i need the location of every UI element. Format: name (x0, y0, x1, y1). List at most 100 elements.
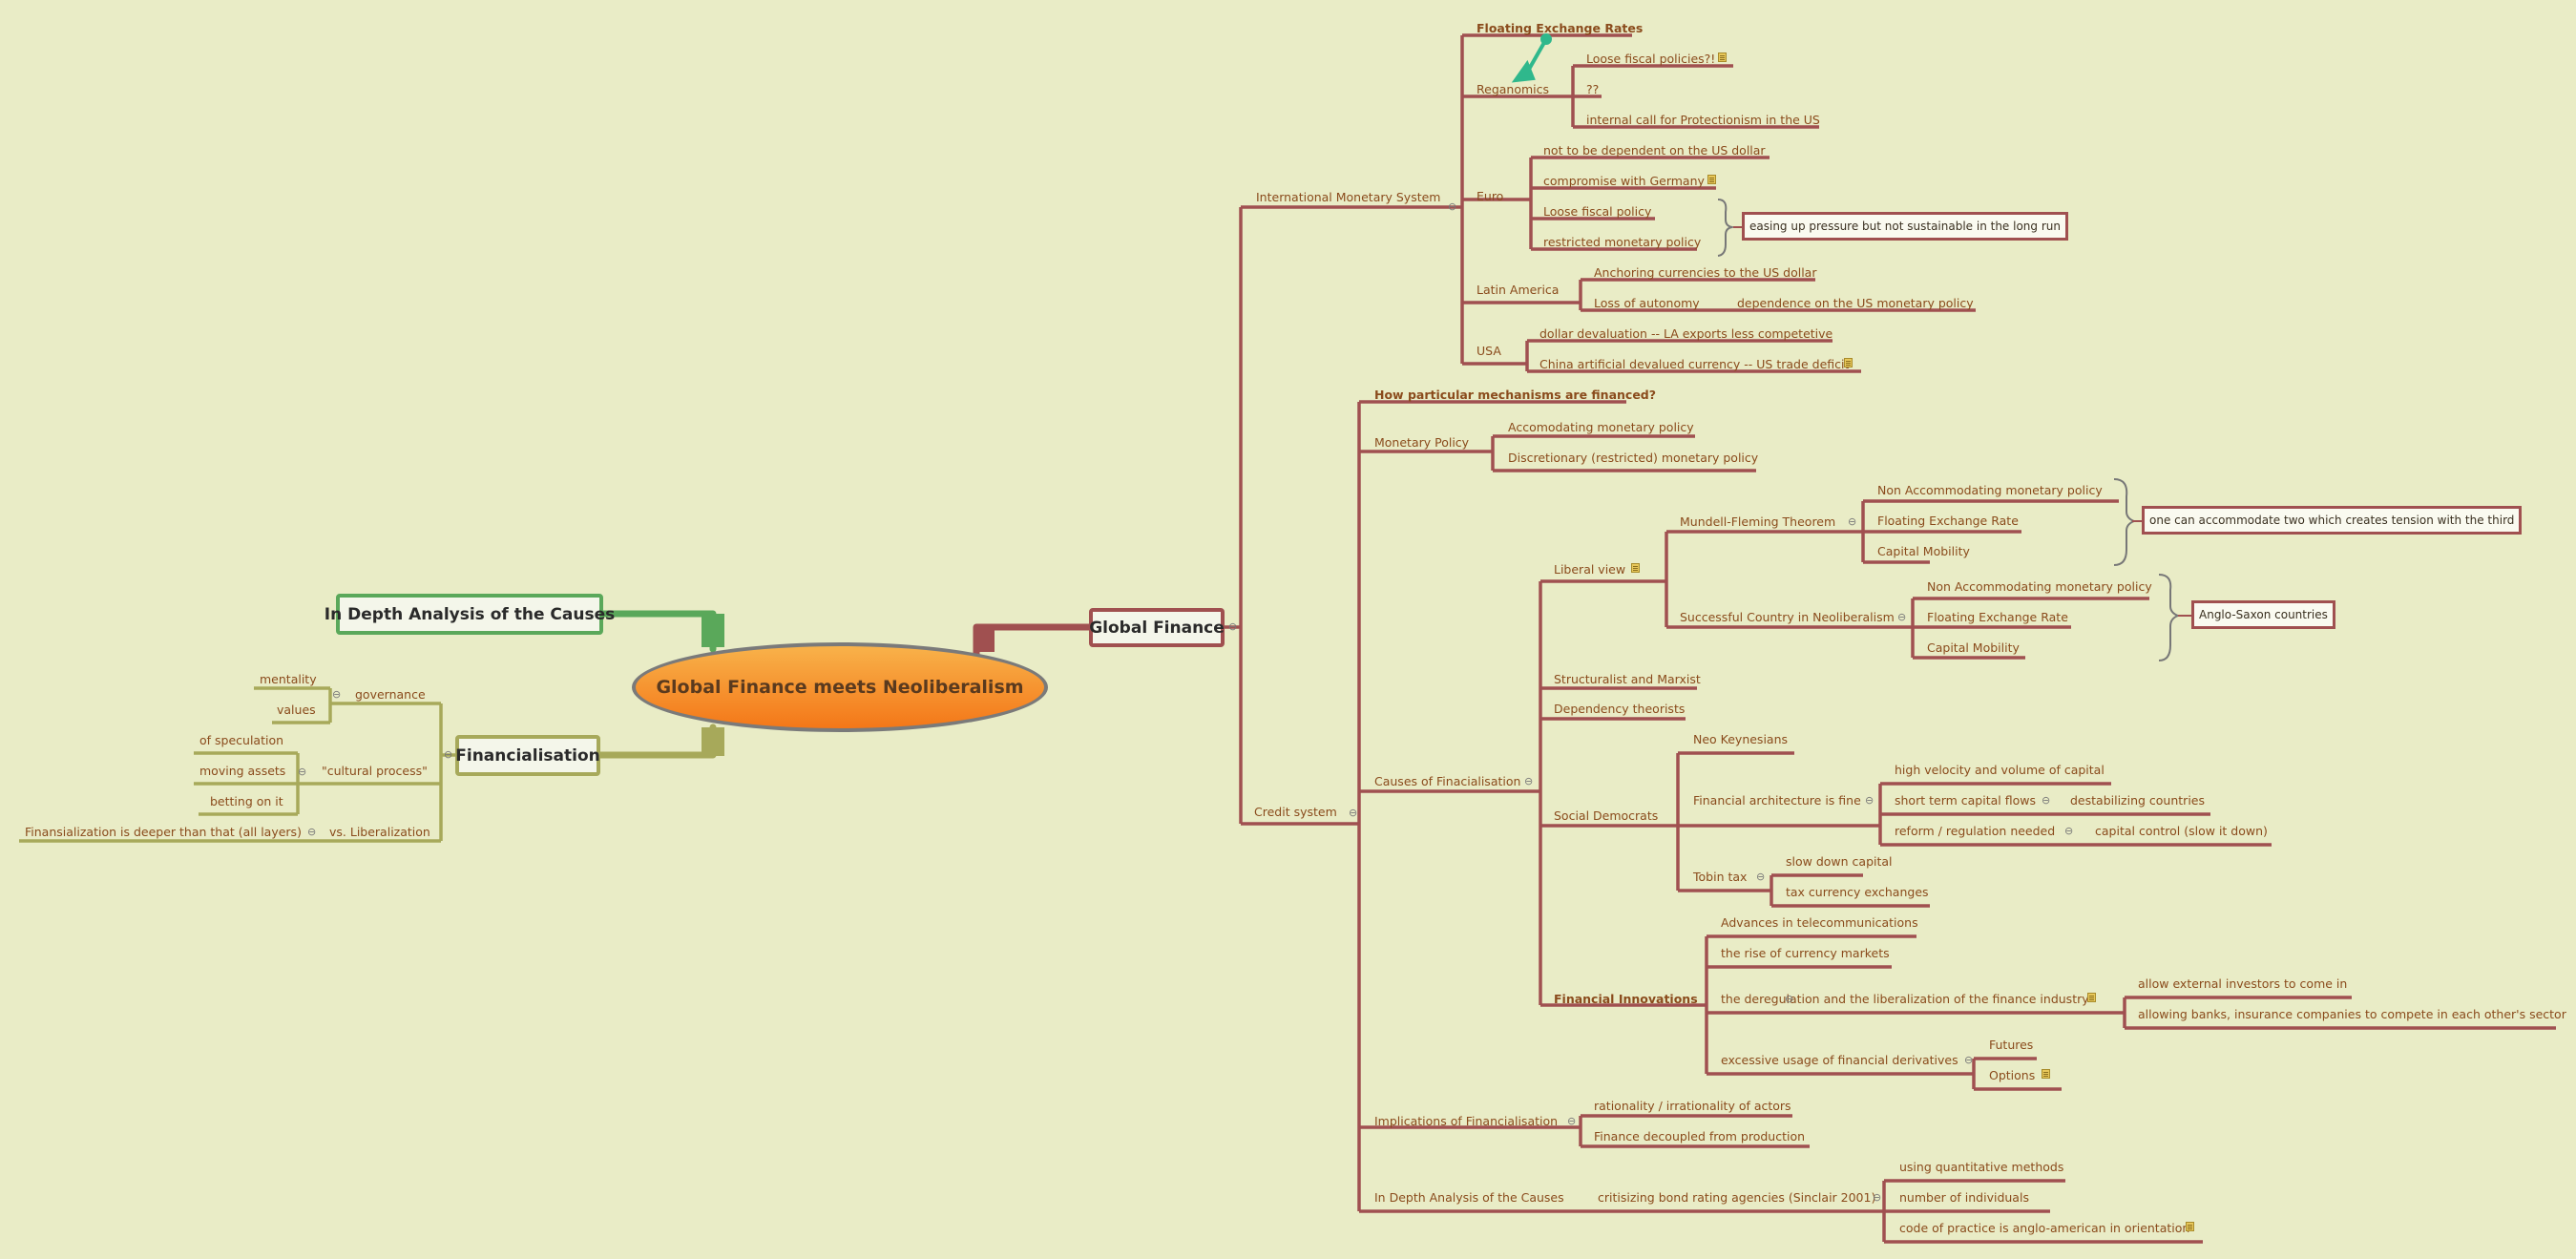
collapse-toggle[interactable]: ⊖ (1848, 515, 1857, 528)
topic-vs-liberalization[interactable]: vs. Liberalization (329, 825, 430, 839)
topic-code-of-practice[interactable]: code of practice is anglo-american in or… (1899, 1221, 2190, 1235)
main-topic-global-finance[interactable]: Global Finance (1089, 608, 1225, 647)
collapse-toggle[interactable]: ⊖ (1865, 794, 1874, 807)
topic-short-term-flows[interactable]: short term capital flows (1895, 793, 2036, 808)
topic-financial-innovations[interactable]: Financial Innovations (1554, 992, 1698, 1006)
topic-loose-fiscal-policies[interactable]: Loose fiscal policies?! (1586, 52, 1716, 66)
topic-monetary-policy[interactable]: Monetary Policy (1374, 435, 1470, 450)
note-icon[interactable] (2186, 1222, 2194, 1231)
topic-structuralist-marxist[interactable]: Structuralist and Marxist (1554, 672, 1701, 686)
topic-usa[interactable]: USA (1476, 344, 1501, 358)
note-icon[interactable] (2042, 1069, 2050, 1079)
topic-currency-markets[interactable]: the rise of currency markets (1721, 946, 1890, 960)
topic-social-democrats[interactable]: Social Democrats (1554, 808, 1659, 823)
collapse-toggle[interactable]: ⊖ (1524, 775, 1534, 787)
topic-betting-on-it[interactable]: betting on it (210, 794, 283, 808)
topic-derivatives[interactable]: excessive usage of financial derivatives (1721, 1053, 1958, 1067)
topic-telecommunications[interactable]: Advances in telecommunications (1721, 915, 1918, 930)
topic-anchoring-currencies[interactable]: Anchoring currencies to the US dollar (1594, 265, 1817, 280)
topic-high-velocity[interactable]: high velocity and volume of capital (1895, 763, 2105, 777)
topic-mentality[interactable]: mentality (260, 672, 317, 686)
topic-reganomics[interactable]: Reganomics (1476, 82, 1550, 96)
topic-capital-mobility-1[interactable]: Capital Mobility (1877, 544, 1970, 558)
topic-reform-regulation[interactable]: reform / regulation needed (1895, 824, 2056, 838)
topic-futures[interactable]: Futures (1989, 1038, 2034, 1052)
callout-easing-up-pressure[interactable]: easing up pressure but not sustainable i… (1742, 212, 2068, 241)
central-topic[interactable]: Global Finance meets Neoliberalism (632, 642, 1048, 732)
collapse-toggle[interactable]: ⊖ (1897, 611, 1907, 623)
topic-floating-exchange-rates[interactable]: Floating Exchange Rates (1476, 21, 1644, 35)
topic-implications[interactable]: Implications of Financialisation (1374, 1114, 1559, 1128)
topic-external-investors[interactable]: allow external investors to come in (2138, 976, 2348, 991)
topic-tobin-tax[interactable]: Tobin tax (1693, 870, 1748, 884)
topic-in-depth-credit[interactable]: In Depth Analysis of the Causes (1374, 1190, 1564, 1205)
topic-slow-down-capital[interactable]: slow down capital (1786, 854, 1893, 869)
collapse-toggle[interactable]: ⊖ (1448, 200, 1457, 213)
topic-liberal-view[interactable]: Liberal view (1554, 562, 1626, 577)
topic-finance-decoupled[interactable]: Finance decoupled from production (1594, 1129, 1806, 1144)
note-icon[interactable] (1718, 52, 1727, 62)
topic-dollar-devaluation[interactable]: dollar devaluation -- LA exports less co… (1539, 326, 1833, 341)
collapse-toggle[interactable]: ⊖ (2064, 825, 2074, 837)
topic-financial-architecture[interactable]: Financial architecture is fine (1693, 793, 1861, 808)
collapse-toggle[interactable]: ⊖ (1964, 1054, 1974, 1066)
topic-credit-system[interactable]: Credit system (1254, 805, 1337, 819)
topic-protectionism[interactable]: internal call for Protectionism in the U… (1586, 113, 1820, 127)
collapse-toggle[interactable]: ⊖ (1349, 807, 1358, 819)
topic-euro[interactable]: Euro (1476, 189, 1504, 203)
topic-banks-compete[interactable]: allowing banks, insurance companies to c… (2138, 1007, 2566, 1021)
topic-compromise-germany[interactable]: compromise with Germany (1543, 174, 1705, 188)
callout-anglo-saxon[interactable]: Anglo-Saxon countries (2191, 600, 2335, 629)
topic-rationality[interactable]: rationality / irrationality of actors (1594, 1099, 1791, 1113)
topic-destabilizing[interactable]: destabilizing countries (2070, 793, 2205, 808)
topic-loss-of-autonomy[interactable]: Loss of autonomy (1594, 296, 1700, 310)
topic-capital-control[interactable]: capital control (slow it down) (2095, 824, 2268, 838)
collapse-toggle[interactable]: ⊖ (444, 748, 453, 761)
topic-capital-mobility-2[interactable]: Capital Mobility (1927, 640, 2020, 655)
collapse-toggle[interactable]: ⊖ (332, 688, 342, 701)
topic-non-accommodating-1[interactable]: Non Accommodating monetary policy (1877, 483, 2103, 497)
topic-loose-fiscal-policy[interactable]: Loose fiscal policy (1543, 204, 1652, 219)
topic-accomodating-policy[interactable]: Accomodating monetary policy (1508, 420, 1694, 434)
note-icon[interactable] (1631, 563, 1640, 573)
topic-successful-country[interactable]: Successful Country in Neoliberalism (1680, 610, 1895, 624)
topic-floating-rate-2[interactable]: Floating Exchange Rate (1927, 610, 2068, 624)
main-topic-financialisation[interactable]: Financialisation (455, 735, 600, 776)
collapse-toggle[interactable]: ⊖ (1756, 871, 1766, 883)
topic-neo-keynesians[interactable]: Neo Keynesians (1693, 732, 1789, 746)
topic-of-speculation[interactable]: of speculation (199, 733, 284, 747)
note-icon[interactable] (2087, 993, 2096, 1002)
topic-dependence-us-policy[interactable]: dependence on the US monetary policy (1737, 296, 1974, 310)
topic-dependency-theorists[interactable]: Dependency theorists (1554, 702, 1686, 716)
topic-criticizing-agencies[interactable]: critisizing bond rating agencies (Sincla… (1598, 1190, 1876, 1205)
topic-quantitative-methods[interactable]: using quantitative methods (1899, 1160, 2064, 1174)
topic-options[interactable]: Options (1989, 1068, 2036, 1082)
topic-values[interactable]: values (277, 703, 316, 717)
topic-causes-of-finacialisation[interactable]: Causes of Finacialisation (1374, 774, 1521, 788)
note-icon[interactable] (1844, 358, 1853, 367)
collapse-toggle[interactable]: ⊖ (307, 826, 317, 838)
topic-discretionary-policy[interactable]: Discretionary (restricted) monetary poli… (1508, 451, 1759, 465)
note-icon[interactable] (1707, 175, 1716, 184)
topic-moving-assets[interactable]: moving assets (199, 764, 286, 778)
topic-floating-rate-1[interactable]: Floating Exchange Rate (1877, 514, 2019, 528)
topic-question-marks[interactable]: ?? (1586, 82, 1600, 96)
collapse-toggle[interactable]: ⊖ (1228, 620, 1238, 633)
topic-cultural-process[interactable]: "cultural process" (322, 764, 428, 778)
callout-accommodate-two[interactable]: one can accommodate two which creates te… (2142, 506, 2523, 535)
collapse-toggle[interactable]: ⊖ (1567, 1115, 1577, 1127)
main-topic-in-depth[interactable]: In Depth Analysis of the Causes (325, 594, 615, 635)
collapse-toggle[interactable]: ⊖ (2042, 794, 2051, 807)
topic-non-accommodating-2[interactable]: Non Accommodating monetary policy (1927, 579, 2152, 594)
topic-tax-currency[interactable]: tax currency exchanges (1786, 885, 1929, 899)
topic-deregulation[interactable]: the deregulation and the liberalization … (1721, 992, 2089, 1006)
topic-governance[interactable]: governance (355, 687, 426, 702)
topic-deeper-all-layers[interactable]: Finansialization is deeper than that (al… (25, 825, 302, 839)
topic-mundell-fleming[interactable]: Mundell-Fleming Theorem (1680, 514, 1836, 529)
topic-latin-america[interactable]: Latin America (1476, 283, 1560, 297)
topic-international-monetary-system[interactable]: International Monetary System (1256, 190, 1441, 204)
topic-not-dependent-dollar[interactable]: not to be dependent on the US dollar (1543, 143, 1766, 157)
topic-china-devalued-currency[interactable]: China artificial devalued currency -- US… (1539, 357, 1850, 371)
topic-how-financed[interactable]: How particular mechanisms are financed? (1374, 388, 1657, 402)
collapse-toggle[interactable]: ⊖ (1785, 993, 1794, 1005)
